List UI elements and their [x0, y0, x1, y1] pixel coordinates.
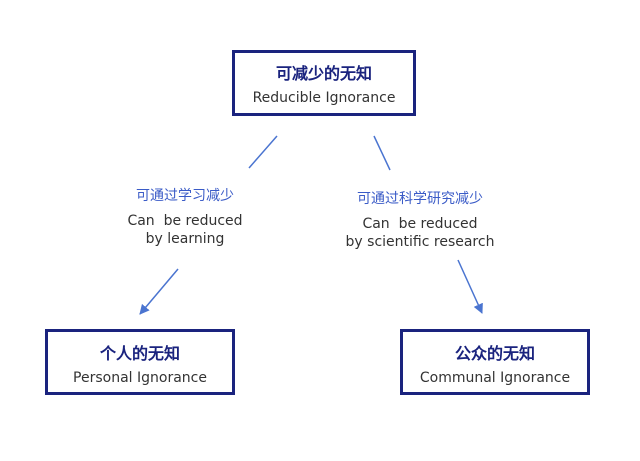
arrow-to-personal [139, 268, 179, 315]
edge-label-learning: 可通过学习减少 Can be reduced by learning [110, 186, 260, 248]
node-title-cn: 个人的无知 [99, 344, 180, 363]
edge-label-en-line1: Can be reduced [127, 213, 243, 229]
node-title-en: Personal Ignorance [73, 370, 207, 386]
node-title-en: Communal Ignorance [419, 370, 571, 386]
arrow-to-communal [457, 259, 483, 314]
node-title-cn: 公众的无知 [454, 344, 535, 363]
edge-label-cn: 可通过科学研究减少 [357, 191, 483, 207]
edge-label-research: 可通过科学研究减少 Can be reduced by scientific r… [330, 189, 510, 251]
edge-label-en-line2: by learning [145, 231, 225, 247]
connector-top-right [373, 135, 391, 171]
personal-ignorance-node: 个人的无知 Personal Ignorance [45, 329, 235, 395]
connector-top-left [248, 135, 278, 169]
edge-label-cn: 可通过学习减少 [136, 188, 234, 204]
node-title-en: Reducible Ignorance [252, 90, 396, 106]
edge-label-en-line1: Can be reduced [362, 216, 478, 232]
reducible-ignorance-node: 可减少的无知 Reducible Ignorance [232, 50, 416, 116]
node-title-cn: 可减少的无知 [275, 64, 372, 83]
communal-ignorance-node: 公众的无知 Communal Ignorance [400, 329, 590, 395]
edge-label-en-line2: by scientific research [345, 234, 495, 250]
